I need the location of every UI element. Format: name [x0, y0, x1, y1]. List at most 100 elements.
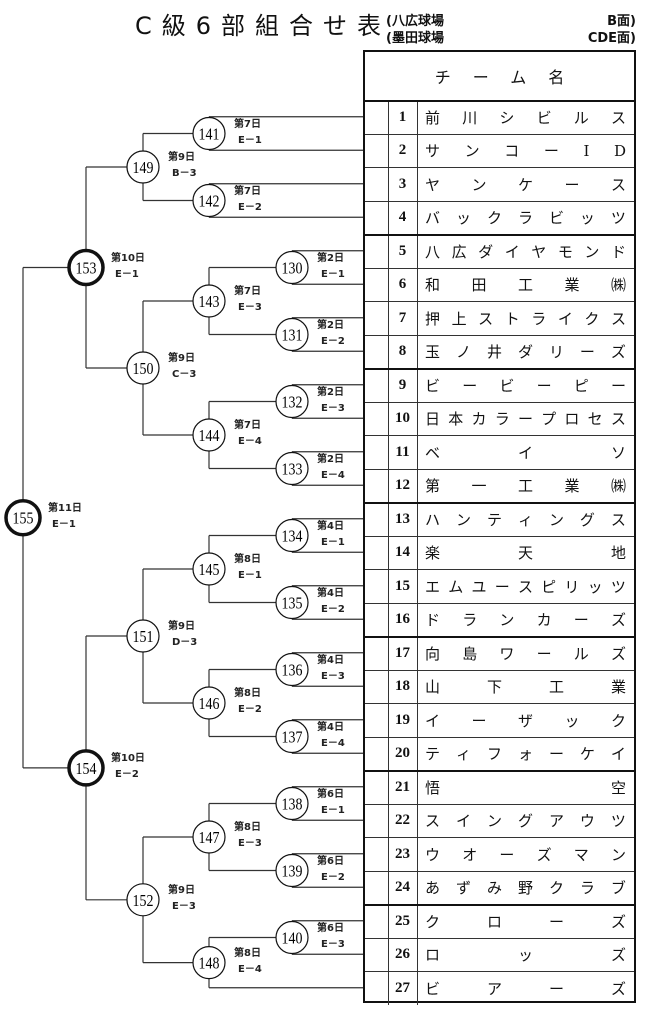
match-day: 第8日 — [234, 554, 261, 565]
match-node-132: 132 — [275, 384, 309, 419]
match-court: E－4 — [321, 737, 345, 749]
result-cell — [365, 134, 389, 167]
match-number: 147 — [199, 829, 220, 848]
team-name-char: ビ — [499, 377, 515, 396]
team-name-char: ッ — [517, 946, 533, 965]
team-number: 18 — [388, 670, 418, 703]
team-name-char: 工 — [517, 477, 533, 496]
team-number: 25 — [388, 906, 418, 938]
team-number: 5 — [388, 236, 418, 268]
match-number: 141 — [199, 125, 220, 144]
team-name-char: ツ — [610, 812, 626, 831]
match-node-136: 136 — [275, 652, 309, 687]
result-cell — [365, 972, 389, 1005]
match-day: 第8日 — [234, 947, 261, 959]
team-name-char: テ — [425, 745, 441, 764]
team-number: 19 — [388, 704, 418, 737]
match-node-135: 135 — [275, 585, 309, 620]
match-circle — [275, 451, 309, 486]
team-number: 24 — [388, 871, 418, 904]
team-name-char: ハ — [425, 511, 441, 530]
team-name-char: ス — [610, 309, 626, 328]
team-name-char: ア — [486, 979, 502, 998]
match-circle — [126, 619, 160, 653]
match-circle — [126, 883, 160, 917]
team-name-char: イ — [455, 812, 471, 831]
team-name-char: ズ — [610, 979, 626, 998]
team-name-char: ク — [486, 209, 502, 228]
match-circle — [192, 418, 226, 452]
result-cell — [365, 838, 389, 871]
venue-yahiro: (八広球場 B面) — [386, 10, 636, 29]
team-name-char: ソ — [610, 443, 626, 462]
table-header: チーム名 — [365, 52, 634, 102]
team-name: ロッズ — [425, 939, 626, 972]
team-number: 2 — [388, 134, 418, 167]
match-day: 第4日 — [317, 520, 344, 532]
team-name-char: ト — [504, 309, 520, 328]
team-name: 悟空 — [425, 772, 626, 804]
team-name-char: ー — [536, 645, 552, 664]
team-name-char: 上 — [451, 309, 467, 328]
team-name-char: 川 — [462, 109, 478, 128]
result-cell — [365, 804, 389, 837]
team-name-char: グ — [517, 812, 533, 831]
team-name-char: カ — [471, 410, 487, 429]
result-cell — [365, 737, 389, 770]
team-name-char: イ — [517, 443, 533, 462]
team-name-char: 島 — [462, 645, 478, 664]
team-name-char: 楽 — [425, 544, 441, 563]
match-court: E－1 — [52, 518, 76, 530]
team-name-char: 田 — [471, 276, 487, 295]
match-day: 第4日 — [317, 654, 344, 666]
result-cell — [365, 268, 389, 301]
team-name-char: ー — [573, 611, 589, 630]
team-name-char: ズ — [610, 946, 626, 965]
team-name-char: イ — [425, 711, 441, 730]
result-cell — [365, 570, 389, 603]
match-node-150: 150 — [126, 351, 160, 385]
result-cell — [365, 704, 389, 737]
team-name: イーザック — [425, 704, 626, 737]
match-court: E－3 — [172, 900, 196, 912]
team-name-char: ー — [543, 142, 559, 161]
match-number: 144 — [199, 427, 220, 446]
match-day: 第11日 — [48, 502, 82, 514]
match-court: E－1 — [115, 268, 139, 280]
team-name: ベイソ — [425, 436, 626, 469]
team-name-char: ン — [584, 243, 600, 262]
team-number: 16 — [388, 603, 418, 636]
team-name: バックラビッツ — [425, 202, 626, 235]
team-name-char: ン — [471, 175, 487, 194]
team-name-char: 野 — [517, 879, 533, 898]
match-number: 132 — [282, 393, 303, 412]
team-name-char: ㈱ — [610, 477, 626, 496]
team-name: ビービーピー — [425, 370, 626, 402]
team-name: 楽天地 — [425, 537, 626, 570]
match-number: 154 — [76, 760, 97, 779]
team-number: 20 — [388, 737, 418, 770]
venue-name: (墨田球場 — [386, 31, 444, 46]
team-name-char: イ — [610, 745, 626, 764]
team-number: 12 — [388, 469, 418, 502]
team-name-char: ㈱ — [610, 276, 626, 295]
team-name-char: ム — [448, 577, 464, 596]
team-name-char: テ — [486, 511, 502, 530]
team-name: 日本カラープロセス — [425, 403, 626, 436]
match-node-138: 138 — [275, 786, 309, 821]
team-name: クローズ — [425, 906, 626, 938]
team-name: エムユースピリッツ — [425, 570, 626, 603]
team-name: 和田工業㈱ — [425, 269, 626, 302]
